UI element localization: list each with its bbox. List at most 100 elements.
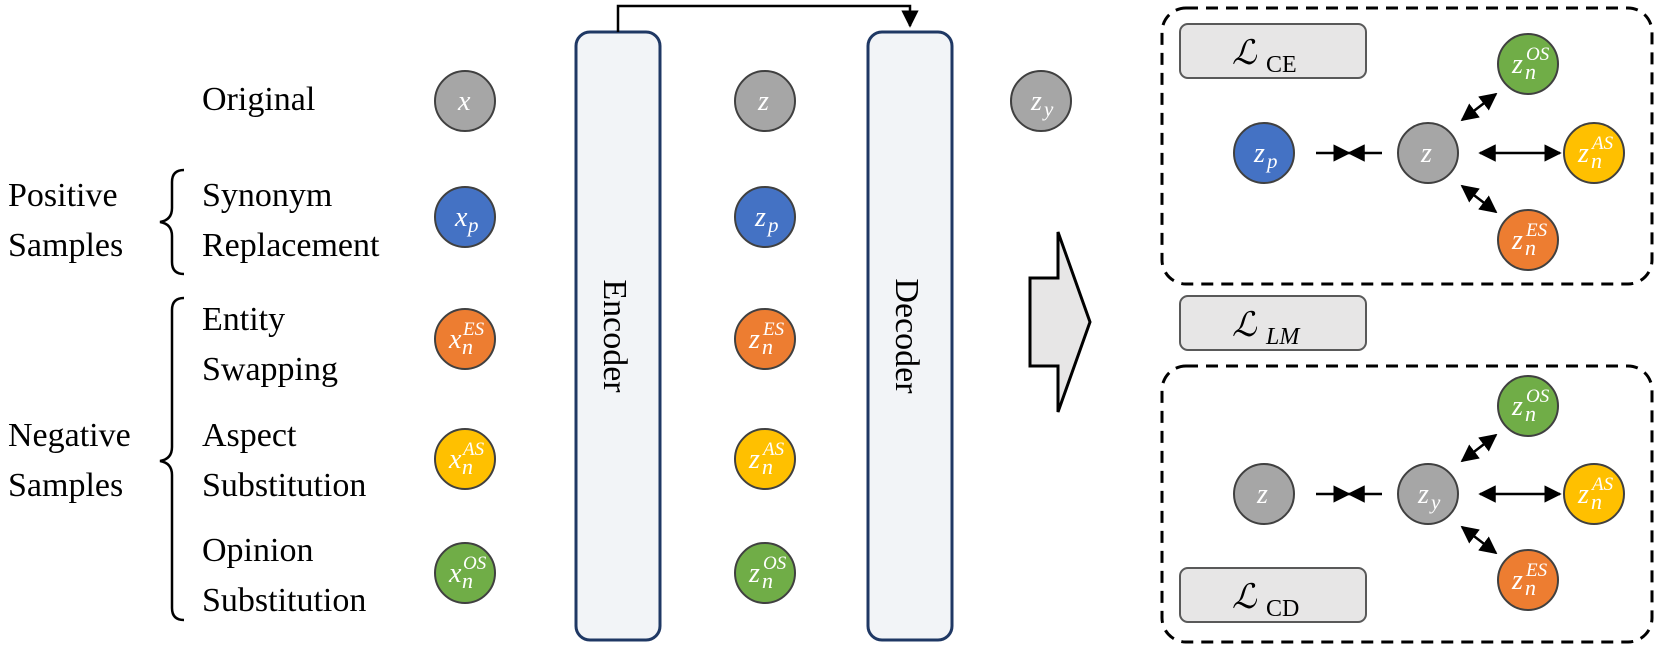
x-os-node-base: x: [448, 558, 462, 589]
z-p-node-base: z: [754, 202, 766, 233]
loss-lm-box: ℒ LM: [1179, 295, 1367, 351]
sample-type-labels: Original Synonym Replacement Entity Swap…: [202, 81, 380, 619]
ce-neg-es-node-circle: [1497, 209, 1559, 271]
loss-lm-script: ℒ: [1232, 307, 1258, 344]
cd-neg-es-node-sup: ES: [1525, 560, 1548, 581]
label-entity-line2: Swapping: [202, 351, 338, 388]
x-os-node-circle: [434, 542, 496, 604]
ce-positive-node-base: z: [1253, 138, 1265, 169]
x-os-node-sup: OS: [463, 553, 487, 574]
cd-neg-os-node-circle: [1497, 375, 1559, 437]
x-p-node-circle: [434, 186, 496, 248]
cd-panel: [1160, 364, 1654, 644]
x-node: x: [434, 70, 496, 132]
x-p-node-sub: p: [466, 213, 479, 237]
label-opinion-line1: Opinion: [202, 532, 313, 569]
z-os-node-sup: OS: [763, 553, 787, 574]
cd-positive-node-circle: [1233, 463, 1295, 525]
cd-neg-as-node-base: z: [1577, 479, 1589, 510]
x-as-node-base: x: [448, 444, 462, 475]
z-p-node-circle: [734, 186, 796, 248]
z-as-node-sub: n: [762, 454, 773, 479]
ce-anchor-node-base: z: [1420, 138, 1432, 169]
z-p-node-sub: p: [766, 213, 779, 237]
x-as-node-sub: n: [462, 454, 473, 479]
ce-neg-as-node-sub: n: [1591, 148, 1602, 173]
z-node-circle: [734, 70, 796, 132]
big-right-arrow: [1028, 231, 1092, 413]
loss-cd-box: ℒ CD: [1179, 567, 1367, 623]
z-y-node-base: z: [1030, 86, 1042, 117]
cd-panel-arrows: [1316, 433, 1562, 555]
z-os-node-circle: [734, 542, 796, 604]
x-as-node-sup: AS: [461, 439, 485, 460]
x-es-node-sub: n: [462, 334, 473, 359]
z-y-node-circle: [1010, 70, 1072, 132]
ce-panel-arrows: [1316, 92, 1562, 214]
ce-neg-es-node-base: z: [1511, 225, 1523, 256]
ce-panel: [1160, 6, 1654, 286]
encoder-decoder-connector: [616, 4, 919, 32]
ce-neg-os-node-sup: OS: [1526, 44, 1550, 65]
z-es-node-sub: n: [762, 334, 773, 359]
cd-anchor-node-base: z: [1417, 479, 1429, 510]
encoder-label: Encoder: [596, 279, 633, 393]
ce-anchor-node-circle: [1397, 122, 1459, 184]
label-aspect-line2: Substitution: [202, 467, 366, 504]
cd-positive-node: z: [1233, 463, 1295, 525]
label-positive-line2: Samples: [8, 227, 123, 264]
cd-neg-es-node-base: z: [1511, 565, 1523, 596]
x-node-circle: [434, 70, 496, 132]
loss-ce-sub: CE: [1266, 52, 1297, 78]
label-opinion-line2: Substitution: [202, 582, 366, 619]
decoder-block: [866, 30, 954, 642]
cd-neg-as-node-sup: AS: [1590, 474, 1614, 495]
x-es-node-sup: ES: [462, 319, 485, 340]
z-as-node-base: z: [748, 444, 760, 475]
cd-neg-as-node-circle: [1563, 463, 1625, 525]
ce-neg-os-node-sub: n: [1525, 59, 1536, 84]
cd-neg-es-node-circle: [1497, 549, 1559, 611]
x-as-node-circle: [434, 428, 496, 490]
positive-brace: [159, 168, 185, 276]
cd-neg-os-node-sub: n: [1525, 401, 1536, 426]
ce-neg-as-node-base: z: [1577, 138, 1589, 169]
z-y-node-sub: y: [1042, 97, 1054, 121]
label-negative-line1: Negative: [8, 417, 131, 454]
group-labels: Positive Samples Negative Samples: [8, 177, 131, 504]
ce-anchor-node: z: [1397, 122, 1459, 184]
label-synonym-line1: Synonym: [202, 177, 332, 214]
z-as-node-circle: [734, 428, 796, 490]
cd-neg-os-node-base: z: [1511, 391, 1523, 422]
decoder-label: Decoder: [888, 278, 925, 394]
ce-neg-as-node-sup: AS: [1590, 133, 1614, 154]
label-synonym-line2: Replacement: [202, 227, 380, 264]
x-p-node-base: x: [454, 202, 468, 233]
ce-positive-node-circle: [1233, 122, 1295, 184]
ce-neg-os-node-base: z: [1511, 49, 1523, 80]
x-es-node-base: x: [448, 324, 462, 355]
z-node-base: z: [757, 86, 769, 117]
negative-brace: [159, 296, 185, 622]
cd-neg-os-node-sup: OS: [1526, 386, 1550, 407]
cd-neg-as-node-sub: n: [1591, 489, 1602, 514]
z-es-node-circle: [734, 308, 796, 370]
